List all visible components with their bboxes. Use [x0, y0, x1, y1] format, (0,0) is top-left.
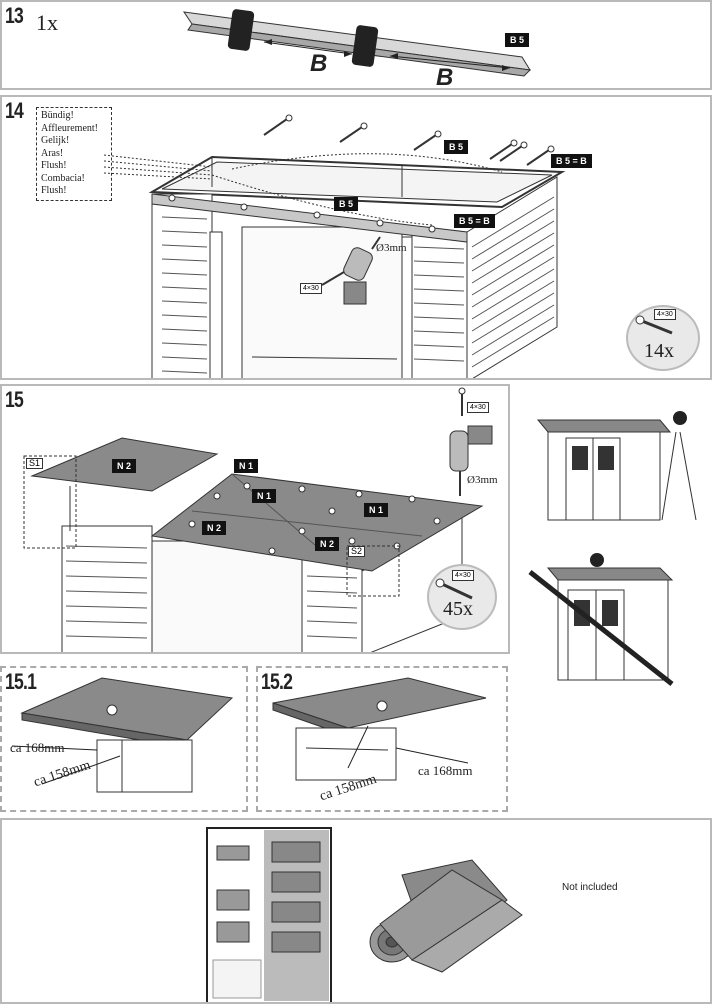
screw-icon — [435, 578, 473, 600]
bottom-panel: Not included — [0, 818, 712, 1004]
dimension-short: ca 168mm — [10, 740, 65, 755]
part-label-b5: B 5 — [505, 33, 530, 47]
screw-count-label: 45x — [443, 598, 473, 620]
step-number: 15 — [5, 387, 24, 412]
instruction-booklet-icon — [206, 827, 332, 1002]
flush-word: Flush! — [41, 160, 67, 171]
part-label-b5-top: B 5 — [444, 140, 469, 154]
roof-walking-forbidden-icon — [528, 553, 674, 686]
drill-icon — [343, 236, 381, 305]
overhang-illustration — [272, 677, 487, 781]
part-label-n1-mid: N 1 — [252, 489, 277, 503]
b-mark-1: B — [310, 50, 328, 77]
flush-note-box: Bündig! Affleurement! Gelijk! Aras! Flus… — [36, 107, 112, 201]
part-label-n1-right: N 1 — [364, 503, 389, 517]
flush-word: Gelijk! — [41, 135, 70, 146]
flush-word: Combacia! — [41, 172, 85, 184]
flush-word: Affleurement! — [41, 122, 99, 134]
step-number: 14 — [5, 98, 24, 123]
not-included-label: Not included — [562, 882, 618, 893]
overhang-illustration — [11, 677, 234, 793]
drill-size-label: Ø3mm — [376, 242, 407, 254]
rafter-illustration — [182, 9, 532, 77]
screw-count-circle — [427, 564, 497, 630]
screw-spec-tag-circle: 4×30 — [654, 309, 676, 320]
step-13-panel: 13 1x B 5 B B — [0, 0, 712, 90]
flush-word: Bündig! — [41, 110, 74, 121]
screw-icon — [635, 315, 673, 335]
quantity-label: 1x — [36, 10, 58, 35]
screw-spec-tag-circle: 4×30 — [452, 570, 474, 581]
screw-spec-tag-top: 4×30 — [467, 402, 489, 413]
part-label-n1-top: N 1 — [234, 459, 259, 473]
ladder-correct-icon — [536, 411, 697, 521]
step-15-2-panel: 15.2 ca 168mm ca 158mm — [256, 666, 508, 812]
screw-count-label: 14x — [644, 340, 674, 362]
step-number: 15.1 — [5, 669, 37, 694]
part-label-s1: S1 — [26, 458, 44, 469]
b-mark-2: B — [436, 64, 454, 90]
part-label-n2-right: N 2 — [315, 537, 340, 551]
step-14-panel: 14 Bündig! Affleurement! Gelijk! Aras! F… — [0, 95, 712, 380]
part-label-n2-mid: N 2 — [202, 521, 227, 535]
dimension-short: ca 168mm — [418, 763, 473, 778]
step-number: 15.2 — [261, 669, 293, 694]
drill-size-label: Ø3mm — [467, 474, 498, 486]
flush-word: Flush! — [41, 185, 67, 196]
part-label-s2: S2 — [348, 546, 366, 557]
part-label-n2-left: N 2 — [112, 459, 137, 473]
part-label-b5eqb-top: B 5 = B — [551, 154, 592, 168]
roofing-felt-roll-icon — [369, 859, 523, 973]
step-15-1-panel: 15.1 ca 168mm ca 158mm — [0, 666, 248, 812]
step-15-panel: 15 — [0, 384, 510, 654]
step-number: 13 — [5, 3, 24, 28]
flush-word: Aras! — [41, 147, 64, 159]
part-label-b5eqb-front: B 5 = B — [454, 214, 495, 228]
screw-spec-tag: 4×30 — [300, 283, 322, 294]
part-label-b5-front: B 5 — [334, 197, 359, 211]
